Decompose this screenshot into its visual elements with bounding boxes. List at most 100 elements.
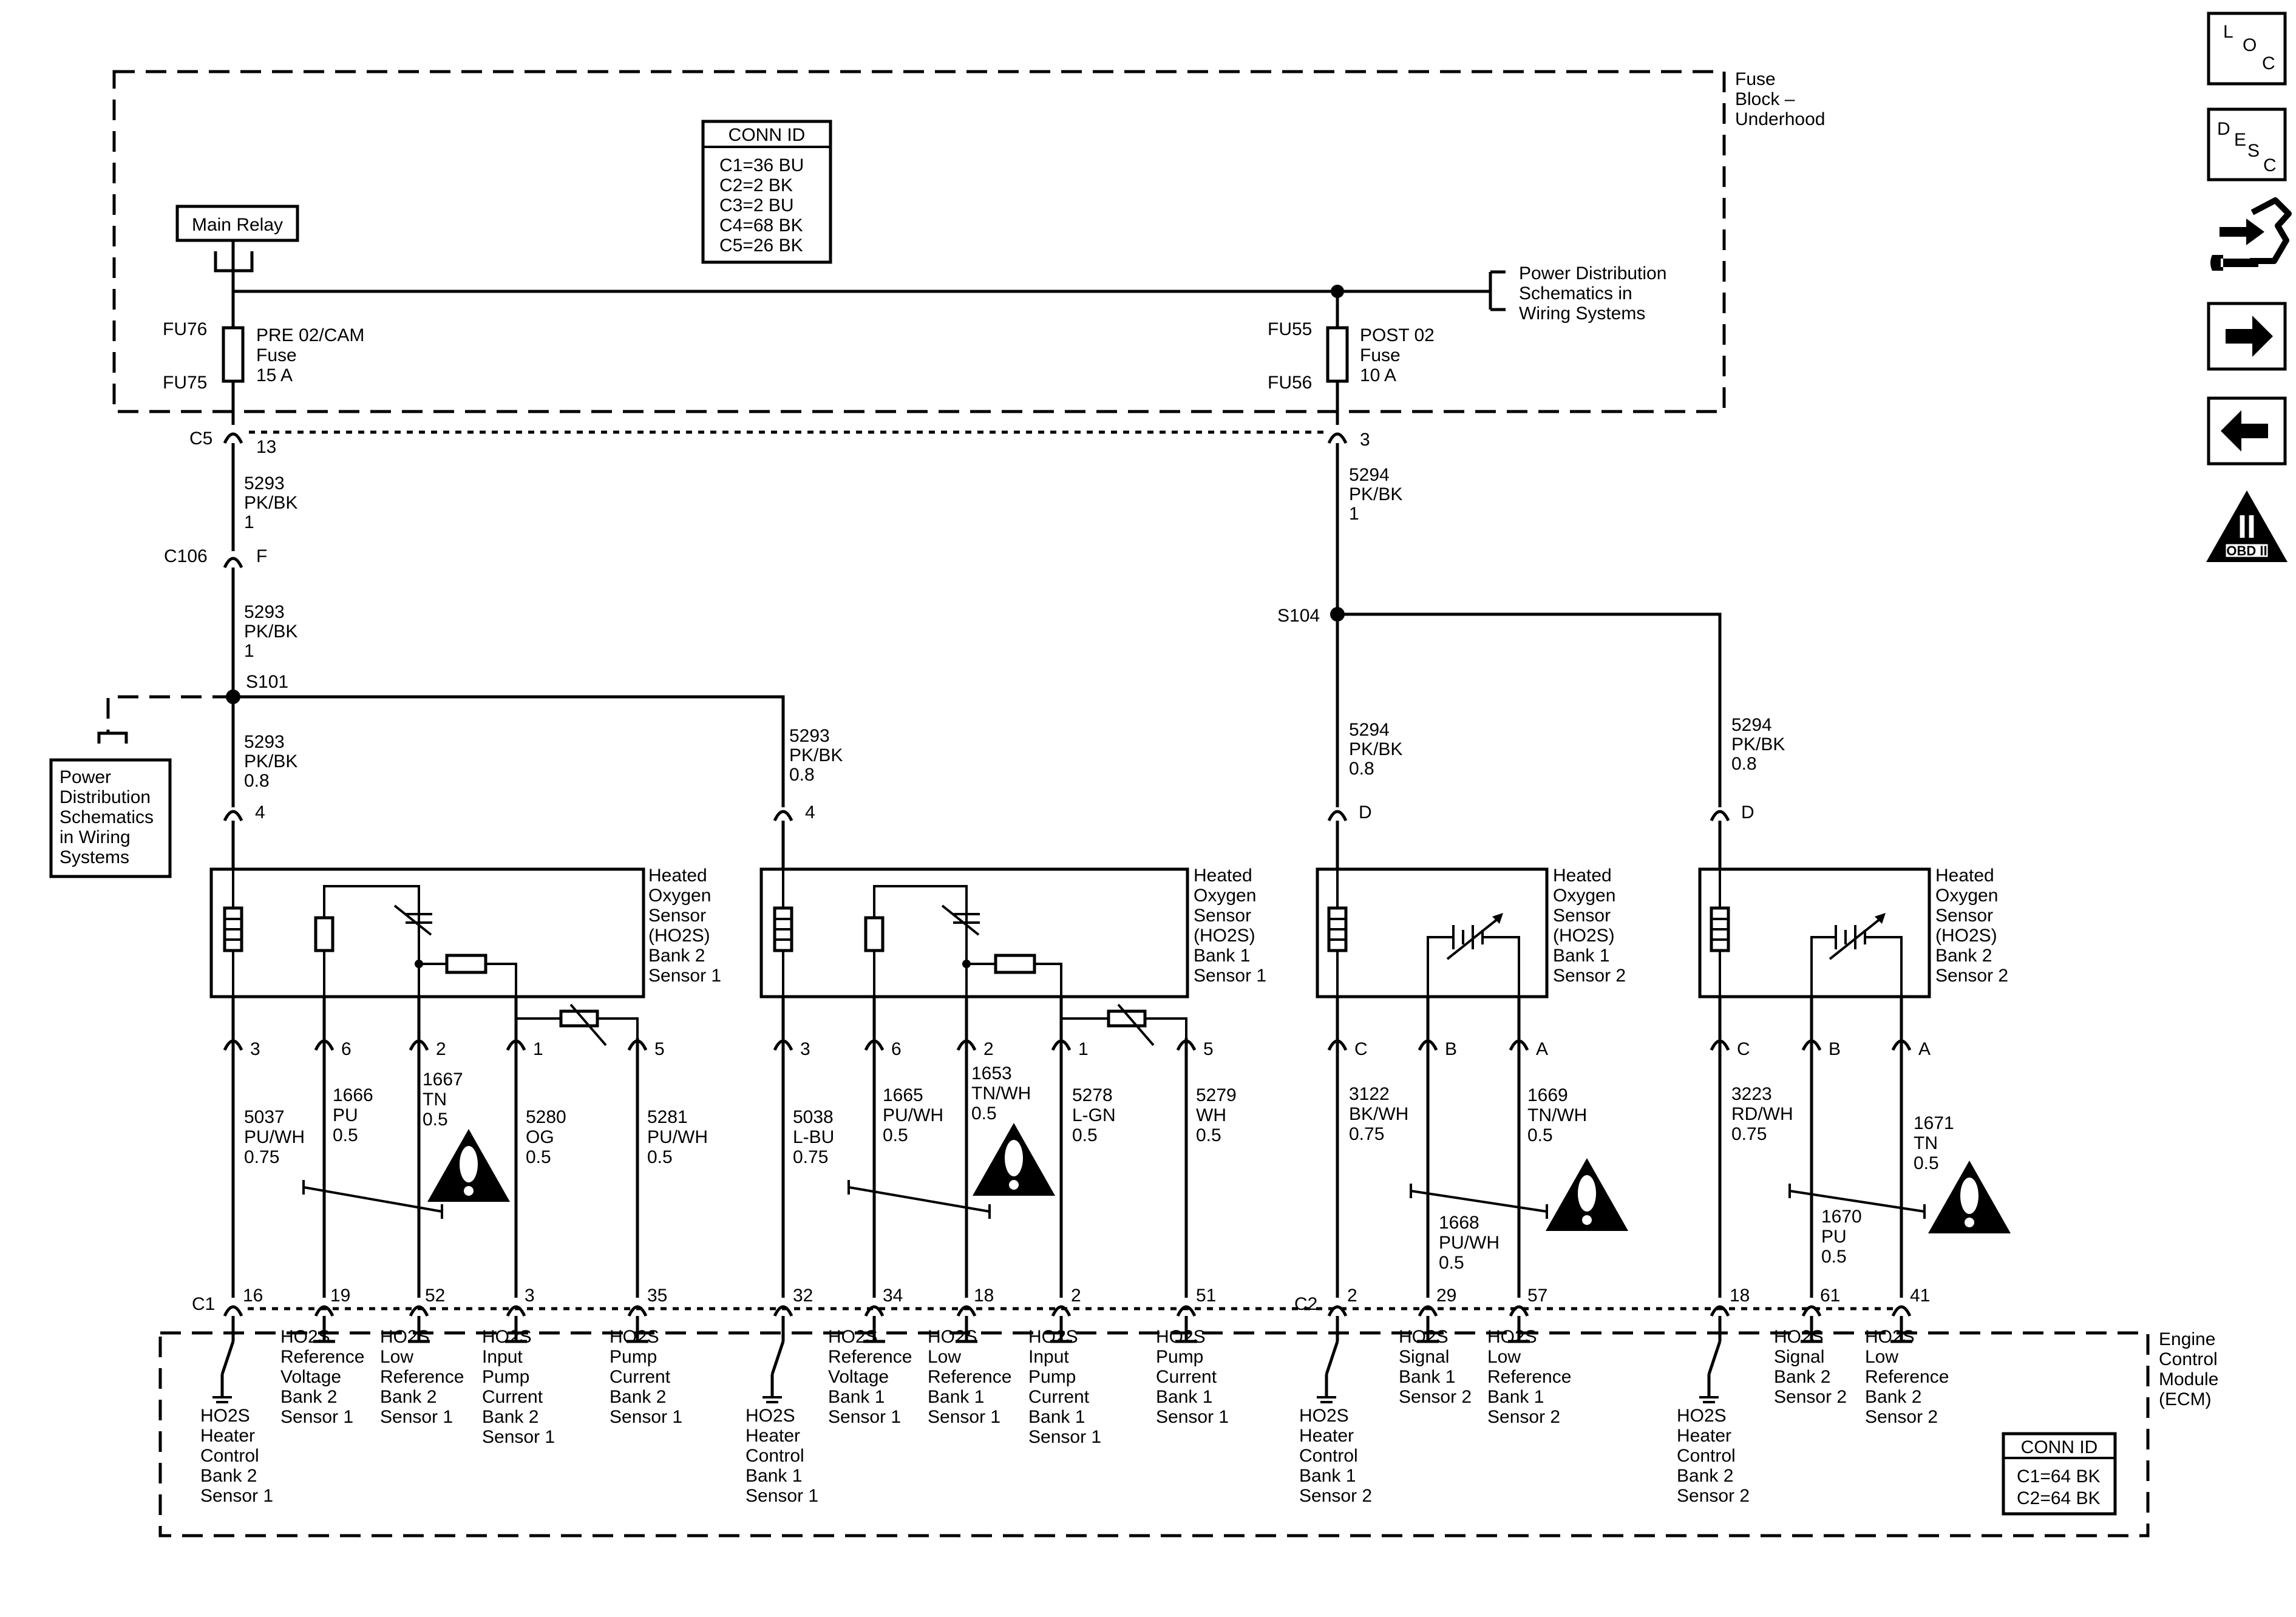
svg-text:FU76: FU76: [163, 319, 207, 339]
ecm-pin-connector: [773, 1305, 793, 1317]
fuse-post-o2-label: POST 02 Fuse 10 A: [1360, 325, 1439, 385]
sensor-pin-label: 6: [891, 1039, 902, 1059]
warning-icon: [427, 1129, 510, 1202]
svg-text:S101: S101: [246, 672, 288, 692]
svg-text:CONN ID: CONN ID: [729, 125, 806, 145]
svg-text:D: D: [2217, 119, 2230, 139]
ecm-pin-connector: [1051, 1305, 1072, 1317]
ecm-pin-number: 61: [1820, 1286, 1840, 1306]
svg-text:Main Relay: Main Relay: [192, 215, 283, 235]
ecm-pin-connector: [1509, 1305, 1529, 1317]
ecm-pin-number: 35: [647, 1286, 667, 1306]
ecm-pin-number: 32: [793, 1286, 813, 1306]
switch-icon: [1325, 1341, 1339, 1375]
sensor-2-name: Heated Oxygen Sensor (HO2S) Bank 1 Senso…: [1194, 866, 1266, 986]
ecm-pin-number: 29: [1436, 1286, 1456, 1306]
wire-5293-4: 5293 PK/BK 0.8: [789, 726, 848, 785]
previous-arrow-icon[interactable]: [2207, 396, 2287, 466]
ecm-pin-connector: [1891, 1305, 1912, 1317]
ecm-pin-number: 2: [1347, 1286, 1357, 1306]
main-relay: Main Relay: [175, 205, 299, 291]
twisted-pair-marker: [1410, 1190, 1547, 1213]
svg-text:13: 13: [256, 437, 276, 457]
junction-dot-bus: [1331, 285, 1344, 298]
conn-id-table-bottom: CONN ID C1=64 BK C2=64 BK: [2002, 1432, 2117, 1516]
svg-text:C1: C1: [192, 1294, 215, 1314]
ecm-pin-connector: [627, 1305, 648, 1317]
svg-text:C106: C106: [164, 546, 208, 566]
sensor-pin-label: 5: [654, 1039, 665, 1059]
svg-text:3: 3: [1360, 430, 1370, 450]
fuse-post-o2: [1326, 326, 1349, 383]
sensor-pin-label: 6: [341, 1039, 352, 1059]
ecm-pin-number: 51: [1196, 1286, 1216, 1306]
next-arrow-icon[interactable]: [2207, 302, 2287, 371]
svg-text:C: C: [2263, 155, 2277, 175]
ecm-pin-number: 2: [1071, 1286, 1081, 1306]
warning-icon: [1546, 1158, 1628, 1231]
svg-text:C2: C2: [1294, 1294, 1317, 1314]
switch-icon: [1707, 1341, 1722, 1375]
sensor-pin-label: B: [1829, 1039, 1841, 1059]
ho2s-bank2-sensor1: [209, 867, 645, 1046]
location-icon[interactable]: L O C: [2207, 12, 2287, 86]
wire-5294-3: 5294 PK/BK 0.8: [1731, 715, 1790, 774]
power-dist-right-label: Power Distribution Schematics in Wiring …: [1519, 263, 1672, 324]
ecm-pin-connector: [1176, 1305, 1197, 1317]
ecm-outline: [158, 1331, 2150, 1537]
svg-text:C: C: [2262, 53, 2275, 73]
fuse-block-label: Fuse Block – Underhood: [1735, 69, 1825, 129]
wire-5293-3: 5293 PK/BK 0.8: [244, 732, 303, 791]
sensor-1-supply-connector: [223, 810, 243, 822]
wire-5294-2: 5294 PK/BK 0.8: [1349, 720, 1408, 779]
svg-text:CONN ID: CONN ID: [2021, 1437, 2098, 1457]
ecm-pin-number: 52: [425, 1286, 445, 1306]
ecm-pin-number: 16: [243, 1286, 263, 1306]
sensor-pin-label: 3: [250, 1039, 260, 1059]
sensor-pin-label: 5: [1203, 1039, 1214, 1059]
ecm-pin-connector: [506, 1305, 526, 1317]
ecm-pin-number: 41: [1910, 1286, 1930, 1306]
ho2s-bank1-sensor1: [759, 867, 1189, 1046]
connector-c5-3: [1327, 432, 1348, 444]
sensor-pin-label: 2: [983, 1039, 994, 1059]
resistor-icon: [864, 916, 885, 952]
obd-warning-icon[interactable]: II OBD II: [2206, 490, 2288, 562]
ecm-pin-number: 34: [883, 1286, 903, 1306]
description-icon[interactable]: D E S C: [2207, 107, 2287, 181]
sensor-pin-label: B: [1445, 1039, 1457, 1059]
ecm-pin-connector: [1327, 1305, 1348, 1317]
fuse-block-outline: [112, 70, 1726, 413]
sensor-pin-label: C: [1354, 1039, 1368, 1059]
connector-tool-icon[interactable]: [2210, 197, 2292, 271]
fuse-pre-o2-cam: [222, 326, 245, 383]
ecm-pin-number: 57: [1527, 1286, 1547, 1306]
ecm-pin-connector: [956, 1305, 977, 1317]
warning-icon: [973, 1123, 1055, 1196]
twisted-pair-marker: [848, 1186, 990, 1213]
